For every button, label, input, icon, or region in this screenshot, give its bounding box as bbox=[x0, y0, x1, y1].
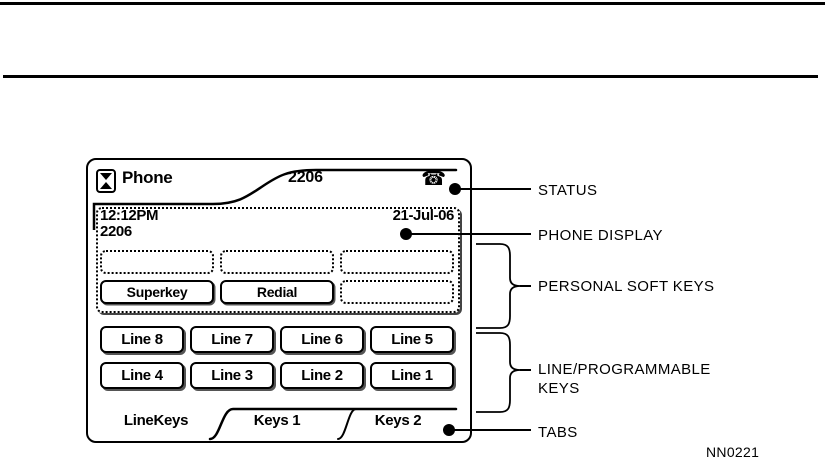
figure-caption: NN0221 bbox=[706, 444, 760, 460]
line-keys-row-2: Line 4 Line 3 Line 2 Line 1 bbox=[100, 362, 454, 389]
line-key-7[interactable]: Line 7 bbox=[190, 326, 274, 353]
line-key-3[interactable]: Line 3 bbox=[190, 362, 274, 389]
triangle-up-icon bbox=[100, 182, 112, 189]
display-time: 12:12PM bbox=[100, 207, 159, 224]
tab-linekeys[interactable]: LineKeys bbox=[123, 412, 189, 429]
callout-label-status: STATUS bbox=[538, 182, 598, 199]
tab-keys-2[interactable]: Keys 2 bbox=[374, 412, 422, 429]
line-key-8[interactable]: Line 8 bbox=[100, 326, 184, 353]
line-key-1[interactable]: Line 1 bbox=[370, 362, 454, 389]
handset-status-icon: ☎ bbox=[421, 166, 446, 190]
display-date: 21-Jul-06 bbox=[392, 207, 455, 224]
phone-titlebar: Phone 2206 ☎ bbox=[88, 160, 470, 198]
display-extension: 2206 bbox=[100, 223, 132, 240]
line-key-4[interactable]: Line 4 bbox=[100, 362, 184, 389]
personal-soft-key[interactable] bbox=[340, 250, 454, 274]
tab-keys-1[interactable]: Keys 1 bbox=[253, 412, 301, 429]
callout-label-line-programmable-keys: LINE/PROGRAMMABLE KEYS bbox=[538, 361, 711, 397]
page-rule-top bbox=[0, 2, 825, 5]
line-key-2[interactable]: Line 2 bbox=[280, 362, 364, 389]
line-keys-row-1: Line 8 Line 7 Line 6 Line 5 bbox=[100, 326, 454, 353]
personal-soft-keys-row-2: Superkey Redial bbox=[100, 280, 454, 304]
tab-strip-shapes bbox=[208, 407, 458, 441]
line-key-5[interactable]: Line 5 bbox=[370, 326, 454, 353]
callout-label-tabs: TABS bbox=[538, 424, 578, 441]
personal-soft-key-superkey[interactable]: Superkey bbox=[100, 280, 214, 304]
personal-soft-key[interactable] bbox=[220, 250, 334, 274]
personal-soft-key[interactable] bbox=[340, 280, 454, 304]
personal-soft-key-redial[interactable]: Redial bbox=[220, 280, 334, 304]
tab-strip: LineKeys Keys 1 Keys 2 bbox=[90, 403, 468, 441]
personal-soft-key[interactable] bbox=[100, 250, 214, 274]
page-rule-second bbox=[3, 75, 818, 78]
scroll-up-down-icon[interactable] bbox=[96, 169, 116, 193]
line-key-6[interactable]: Line 6 bbox=[280, 326, 364, 353]
phone-figure: Phone 2206 ☎ 12:12PM 2206 21-Jul-06 Supe… bbox=[86, 158, 472, 443]
callout-label-phone-display: PHONE DISPLAY bbox=[538, 227, 663, 244]
callout-label-personal-soft-keys: PERSONAL SOFT KEYS bbox=[538, 278, 715, 295]
personal-soft-keys-row-1 bbox=[100, 250, 454, 274]
triangle-down-icon bbox=[100, 173, 112, 180]
phone-title: Phone bbox=[122, 168, 173, 187]
phone-display: 12:12PM 2206 21-Jul-06 bbox=[96, 207, 460, 250]
status-extension: 2206 bbox=[288, 169, 323, 186]
